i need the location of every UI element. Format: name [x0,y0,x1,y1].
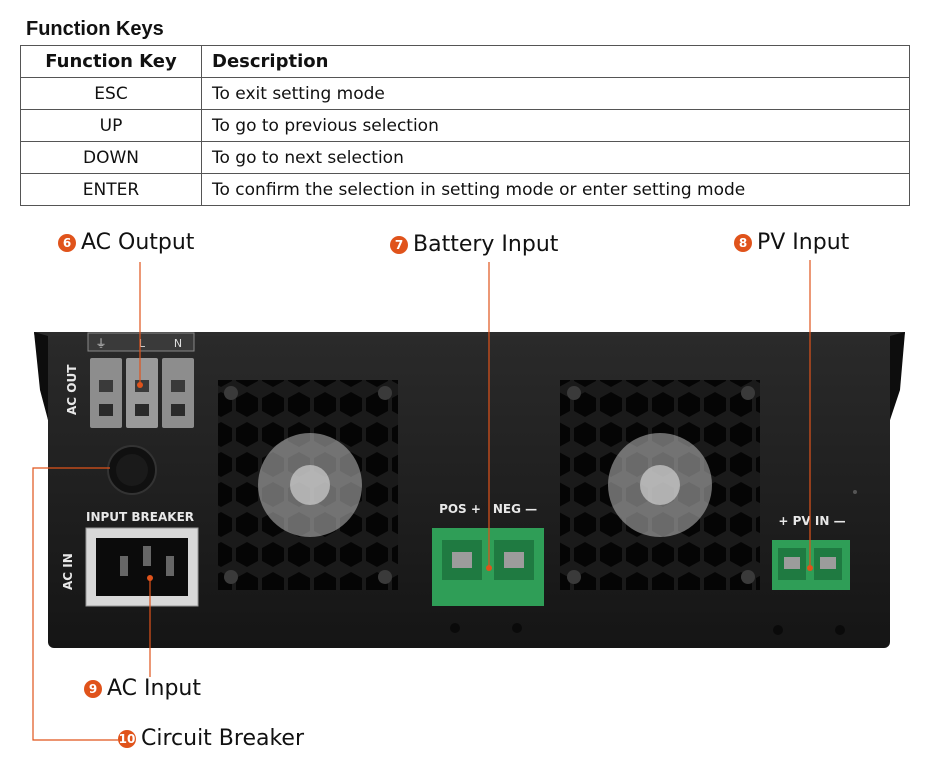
terminal-l-label: L [139,337,146,350]
callout-number-badge: 9 [84,679,102,698]
ac-out-terminal-block [90,358,194,428]
callout-ac-output: 6 AC Output [58,230,194,255]
neg-label: NEG — [493,502,537,516]
table-row: DOWN To go to next selection [20,141,910,174]
pv-in-label: + PV IN — [778,514,845,528]
callout-label: AC Input [107,676,201,701]
fan-right [560,380,760,590]
terminal-ground-label: ⏚ [96,337,107,350]
table-row: ESC To exit setting mode [20,77,910,110]
header-description: Description [201,45,910,78]
input-breaker-label: INPUT BREAKER [86,510,194,524]
table-header-row: Function Key Description [20,45,910,78]
desc-cell: To exit setting mode [201,77,910,110]
key-cell: DOWN [20,141,202,174]
desc-cell: To confirm the selection in setting mode… [201,173,910,206]
callout-leader-lines [32,260,811,741]
function-keys-table: Function Key Description ESC To exit set… [20,45,910,206]
callout-label: PV Input [757,230,850,255]
header-function-key: Function Key [20,45,202,78]
callout-label: AC Output [81,230,195,255]
ac-in-label: AC IN [61,553,75,590]
callout-ac-input: 9 AC Input [84,676,201,701]
callout-label: Circuit Breaker [141,726,305,751]
callout-number-badge: 10 [118,729,136,748]
callout-number-badge: 8 [734,233,752,252]
callout-pv-input: 8 PV Input [734,230,849,255]
battery-terminal-block [432,528,544,606]
table-row: ENTER To confirm the selection in settin… [20,173,910,206]
terminal-n-label: N [174,337,182,350]
section-title: Function Keys [26,18,164,40]
callout-label: Battery Input [413,232,559,257]
callout-battery-input: 7 Battery Input [390,232,558,257]
ac-in-socket [96,538,188,596]
key-cell: ENTER [20,173,202,206]
callout-number-badge: 6 [58,233,76,252]
callout-circuit-breaker: 10 Circuit Breaker [118,726,304,751]
fan-left [218,380,398,590]
desc-cell: To go to next selection [201,141,910,174]
key-cell: ESC [20,77,202,110]
pos-label: POS + [439,502,481,516]
callout-number-badge: 7 [390,235,408,254]
pv-terminal-block [772,540,850,590]
ac-out-label: AC OUT [65,364,79,415]
